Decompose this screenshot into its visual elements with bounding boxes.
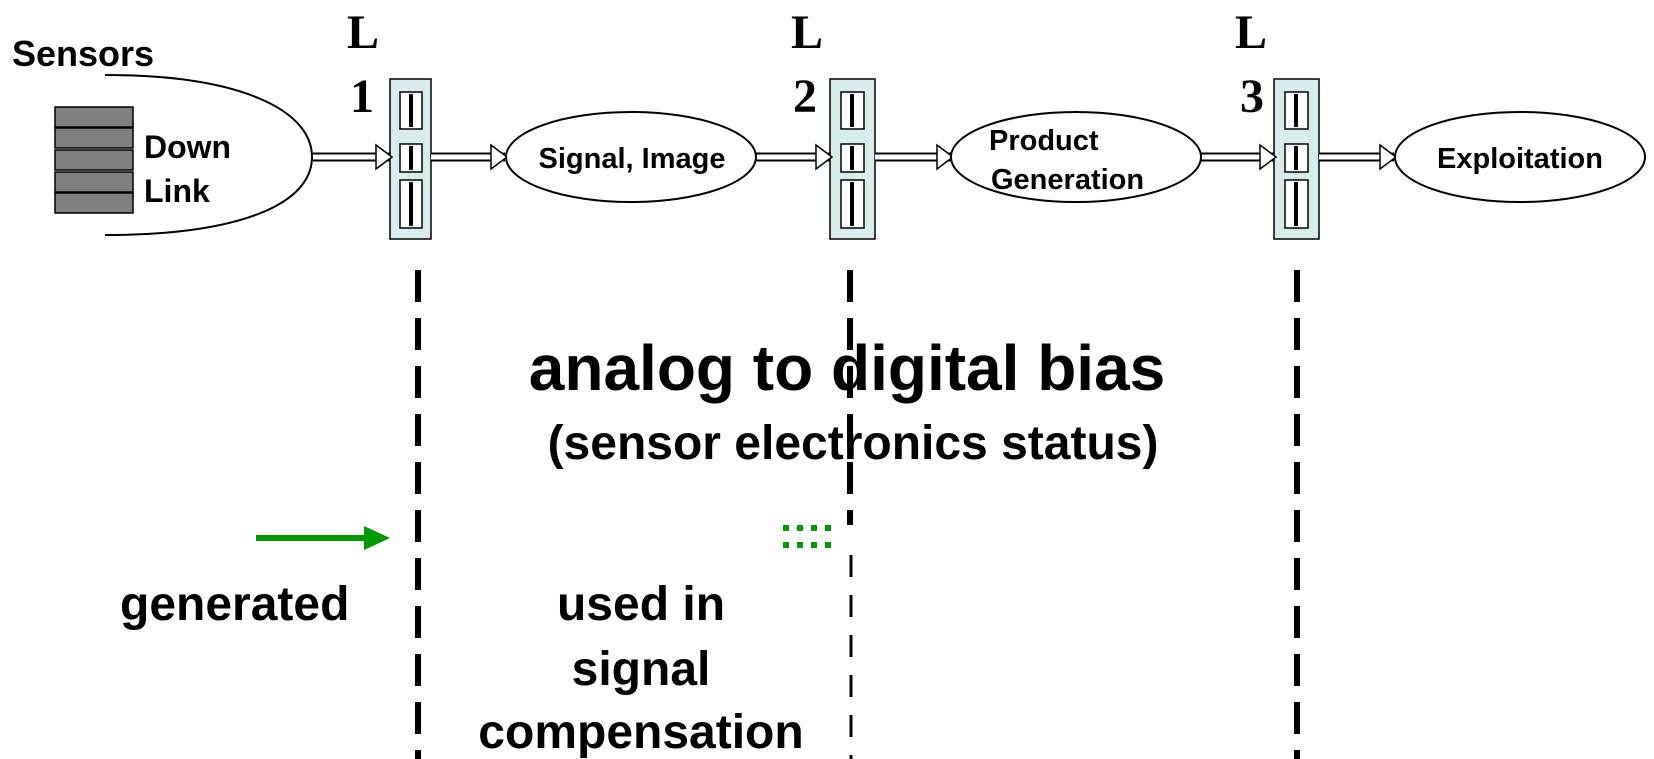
level-1-number: 1 <box>350 70 374 123</box>
headline-title: analog to digital bias <box>529 332 1166 404</box>
signal-image-label: Signal, Image <box>539 143 726 175</box>
generated-arrow <box>256 526 390 550</box>
level-1-letter: L <box>347 6 379 59</box>
product-generation-line-2: Generation <box>991 164 1144 196</box>
exploitation-node <box>1394 111 1646 203</box>
level-2-box <box>829 78 876 240</box>
signal-image-node <box>505 111 757 203</box>
used-in-line-1: used in <box>557 578 725 631</box>
product-generation-line-1: Product <box>989 125 1099 157</box>
headline-subtitle: (sensor electronics status) <box>548 417 1159 470</box>
level-1-box <box>389 78 432 240</box>
level-3-box <box>1273 78 1320 240</box>
generated-label: generated <box>120 578 349 631</box>
sensor-bar <box>54 192 134 214</box>
level-2-letter: L <box>791 6 823 59</box>
downlink-line-2: Link <box>144 173 210 209</box>
exploitation-label: Exploitation <box>1437 143 1603 175</box>
used-in-line-2: signal <box>572 643 711 696</box>
used-in-line-3: compensation <box>478 706 803 759</box>
sensors-label: Sensors <box>12 33 154 74</box>
green-dotted-marker <box>783 525 831 548</box>
sensor-bar <box>54 149 134 171</box>
product-generation-node <box>950 111 1202 203</box>
sensor-bar <box>54 171 134 193</box>
sensor-bar <box>54 127 134 149</box>
level-3-letter: L <box>1235 6 1267 59</box>
level-2-number: 2 <box>793 70 817 123</box>
downlink-line-1: Down <box>144 129 231 165</box>
sensor-stack <box>54 106 134 214</box>
downlink-shape <box>104 74 314 236</box>
flow-arrows <box>313 143 1398 171</box>
sensor-bar <box>54 106 134 128</box>
level-3-number: 3 <box>1240 70 1264 123</box>
